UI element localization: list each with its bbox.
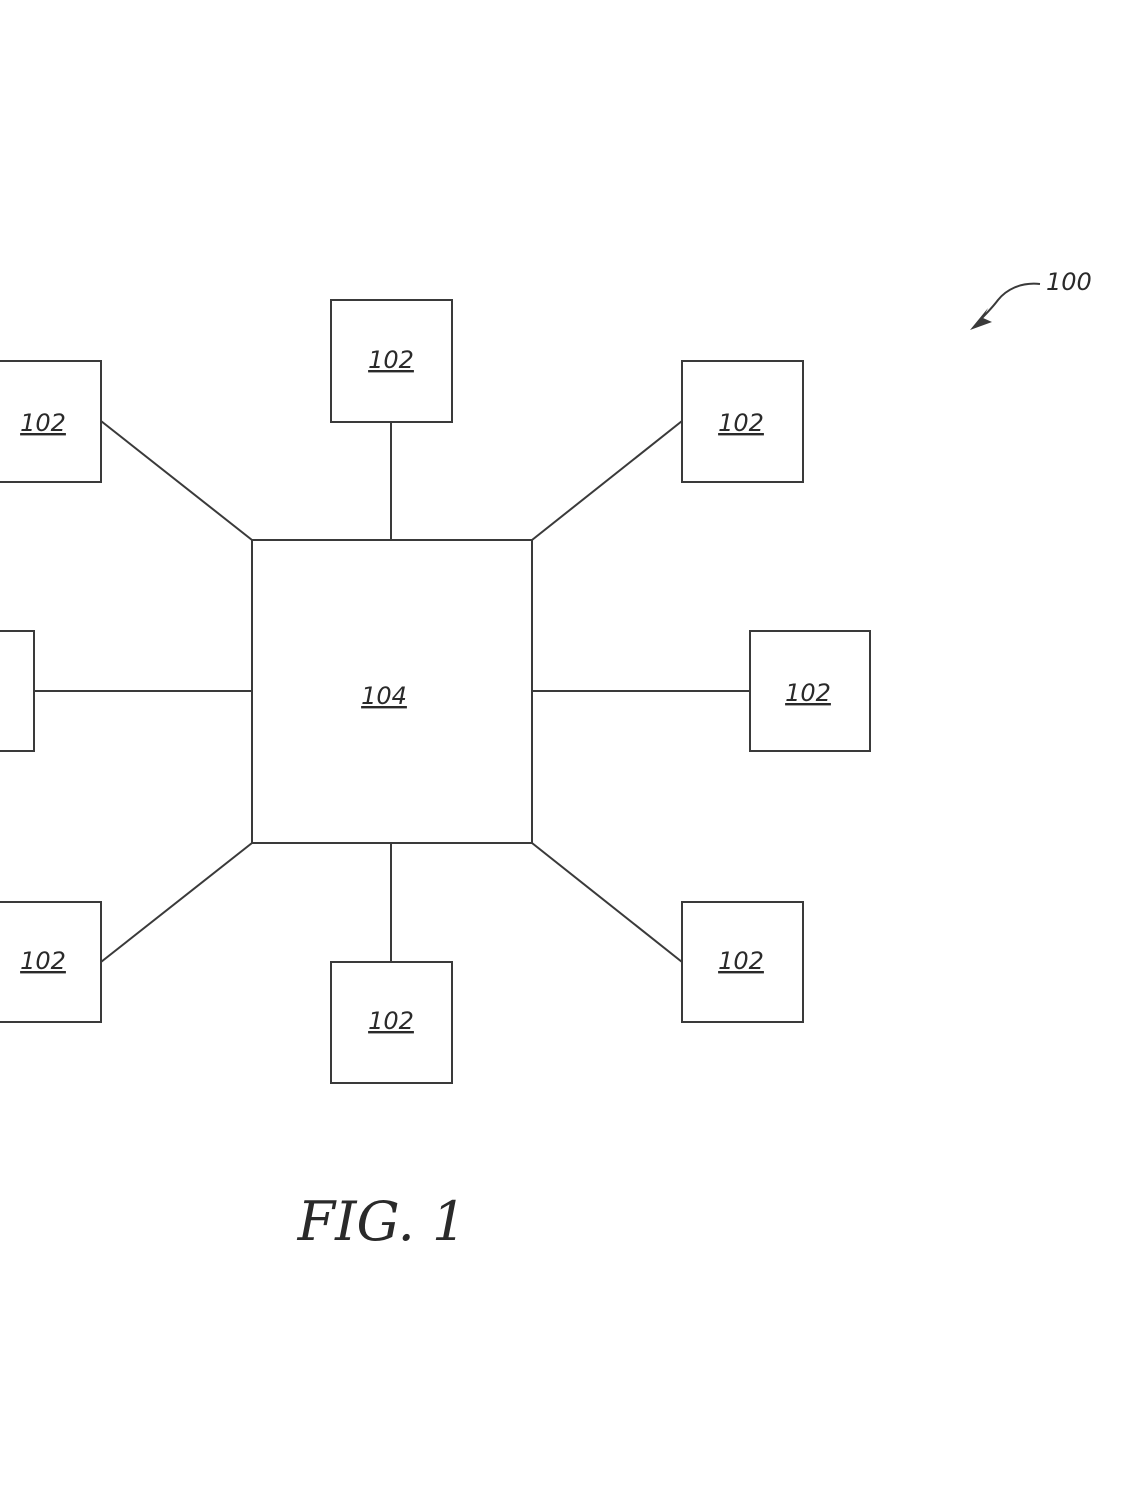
peripheral-node-label: 102: [718, 409, 764, 437]
central-node: 104: [251, 539, 533, 844]
peripheral-node-left: [0, 630, 35, 752]
peripheral-node-label: 102: [718, 947, 764, 975]
arrowhead-icon: [970, 308, 992, 330]
leader-arrow-icon: [979, 282, 1041, 321]
peripheral-node-label: 102: [20, 409, 66, 437]
central-node-label: 104: [361, 682, 407, 710]
peripheral-node-label: 102: [20, 947, 66, 975]
connector-top-right: [531, 420, 683, 541]
peripheral-node-bottom-right: 102: [681, 901, 804, 1023]
connector-bottom-left: [100, 842, 253, 963]
peripheral-node-bottom-left: 102: [0, 901, 102, 1023]
system-reference-label: 100: [1046, 268, 1092, 296]
peripheral-node-top-right: 102: [681, 360, 804, 483]
connector-top-left: [100, 420, 253, 541]
connector-bottom-right: [531, 842, 683, 963]
figure-caption: FIG. 1: [297, 1190, 467, 1253]
peripheral-node-label: 102: [368, 346, 414, 374]
peripheral-node-right: 102: [749, 630, 871, 752]
peripheral-node-top-left: 102: [0, 360, 102, 483]
peripheral-node-label: 102: [785, 679, 831, 707]
system-reference: 100: [970, 268, 1092, 330]
peripheral-node-bottom: 102: [330, 961, 453, 1084]
peripheral-node-top: 102: [330, 299, 453, 423]
peripheral-node-label: 102: [368, 1007, 414, 1035]
